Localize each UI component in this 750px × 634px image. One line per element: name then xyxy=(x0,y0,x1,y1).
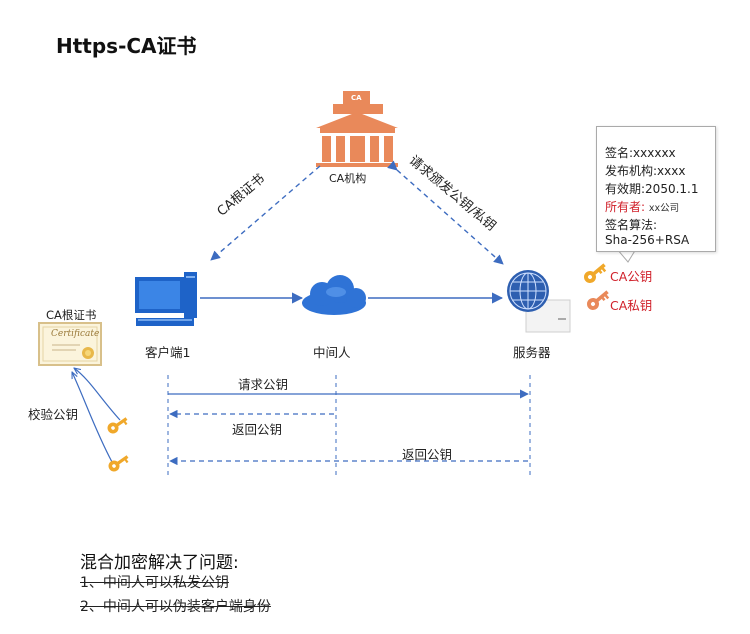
verify-curve-1 xyxy=(74,368,121,421)
return-pubkey-label-2: 返回公钥 xyxy=(402,447,453,462)
callout-algo-value: Sha-256+RSA xyxy=(605,233,690,247)
callout-issuer: 发布机构:xxxx xyxy=(605,164,686,178)
ca-private-key-label: CA私钥 xyxy=(610,298,653,313)
callout-owner-label: 所有者: xyxy=(605,200,646,214)
ca-building-icon xyxy=(316,91,398,167)
verify-pubkey-label: 校验公钥 xyxy=(28,407,79,422)
server-label: 服务器 xyxy=(513,345,551,360)
server-globe-icon xyxy=(507,270,571,333)
summary-item-1: 1、中间人可以私发公钥 xyxy=(80,575,229,591)
ca-public-key-icon xyxy=(584,263,607,283)
ca-org-label: CA机构 xyxy=(329,172,367,185)
cert-script-text: Certificate xyxy=(51,329,100,339)
cert-info-callout: 签名:xxxxxx 发布机构:xxxx 有效期:2050.1.1 所有者: xx… xyxy=(596,126,716,252)
callout-owner-row: 所有者: xx公司 xyxy=(605,198,679,215)
ca-public-key-label: CA公钥 xyxy=(610,269,653,284)
ca-to-client-arrow xyxy=(210,165,321,261)
verify-curve-2 xyxy=(72,372,113,463)
client-label: 客户端1 xyxy=(145,345,191,360)
certificate-icon xyxy=(38,322,102,366)
ca-server-arrow xyxy=(387,160,504,265)
summary-heading: 混合加密解决了问题: xyxy=(80,553,239,573)
computer-icon xyxy=(135,272,197,326)
ca-private-key-icon xyxy=(587,290,610,310)
callout-owner-value: xx公司 xyxy=(648,203,680,214)
cloud-icon xyxy=(302,275,366,315)
callout-sign: 签名:xxxxxx xyxy=(605,146,676,160)
ca-badge: CA xyxy=(351,94,362,102)
cert-root-label: CA根证书 xyxy=(46,308,97,322)
request-pubkey-label: 请求公钥 xyxy=(238,377,289,392)
return-pubkey-label-1: 返回公钥 xyxy=(232,422,283,437)
callout-validity: 有效期:2050.1.1 xyxy=(605,182,699,196)
verify-key-icon-2 xyxy=(108,455,129,472)
verify-key-icon-1 xyxy=(107,417,128,434)
callout-algo-label: 签名算法: xyxy=(605,218,658,232)
middleman-label: 中间人 xyxy=(313,345,351,360)
summary-item-2: 2、中间人可以伪装客户端身份 xyxy=(80,599,271,615)
page-title: Https-CA证书 xyxy=(56,34,197,58)
